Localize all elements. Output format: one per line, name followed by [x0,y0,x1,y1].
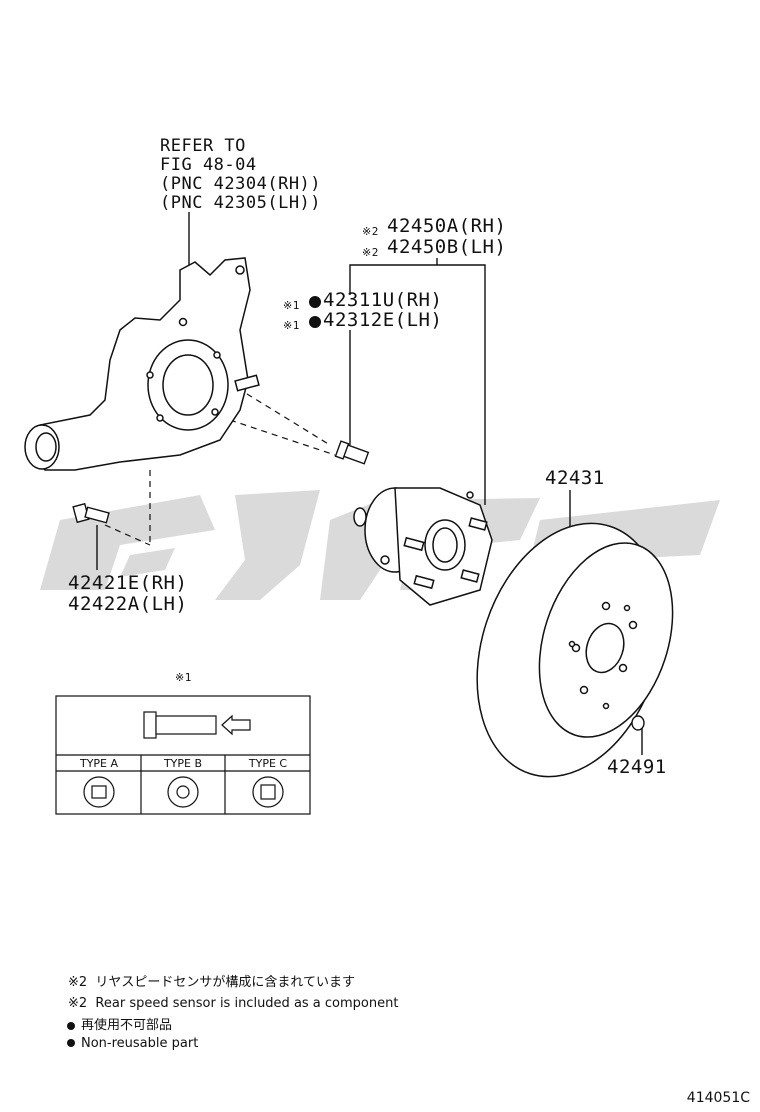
non-reusable-icon [309,316,321,328]
sensor-note-en: ※2 Rear speed sensor is included as a co… [68,996,399,1011]
set-screw [631,715,645,731]
type-a-label: TYPE A [79,757,119,770]
inset-mark: ※1 [175,671,192,684]
hub-bearing [353,487,493,606]
refer-line-2: FIG 48-04 [160,155,257,175]
flange-bolt [72,502,110,524]
refer-line-1: REFER TO [160,136,246,156]
hub-bolt-type-box [55,695,311,815]
steering-knuckle [24,257,260,471]
figure-number: 414051C [686,1090,750,1106]
type-c-label: TYPE C [248,757,288,770]
screw-part-number: 42491 [607,756,667,778]
hub-bolt-rh: 42311U(RH) [323,289,443,311]
nonreuse-note-en: Non-reusable part [81,1036,199,1051]
hub-bolt-lh: 42312E(LH) [323,309,443,331]
hub-bolt-mark: ※1 [283,319,300,332]
hub-bearing-leader [349,264,486,505]
hub-bearing-mark: ※2 [362,225,379,238]
bullet-icon [67,1039,75,1047]
hub-bearing-lh: 42450B(LH) [387,236,507,258]
type-b-label: TYPE B [163,757,203,770]
disc-part-number: 42431 [545,467,605,489]
non-reusable-icon [309,296,321,308]
bullet-icon [67,1022,75,1030]
refer-line-4: (PNC 42305(LH)) [160,193,322,213]
nonreuse-note-jp: 再使用不可部品 [81,1018,173,1033]
hub-bearing-rh: 42450A(RH) [387,215,507,237]
sensor-note-jp: ※2 リヤスピードセンサが構成に含まれています [68,975,356,990]
hub-bolt-mark: ※1 [283,299,300,312]
hub-bearing-mark: ※2 [362,246,379,259]
refer-line-3: (PNC 42304(RH)) [160,174,322,194]
flange-bolt-rh: 42421E(RH) [68,572,188,594]
flange-bolt-lh: 42422A(LH) [68,593,188,615]
brake-disc [476,522,674,778]
hub-bolt [334,440,370,465]
